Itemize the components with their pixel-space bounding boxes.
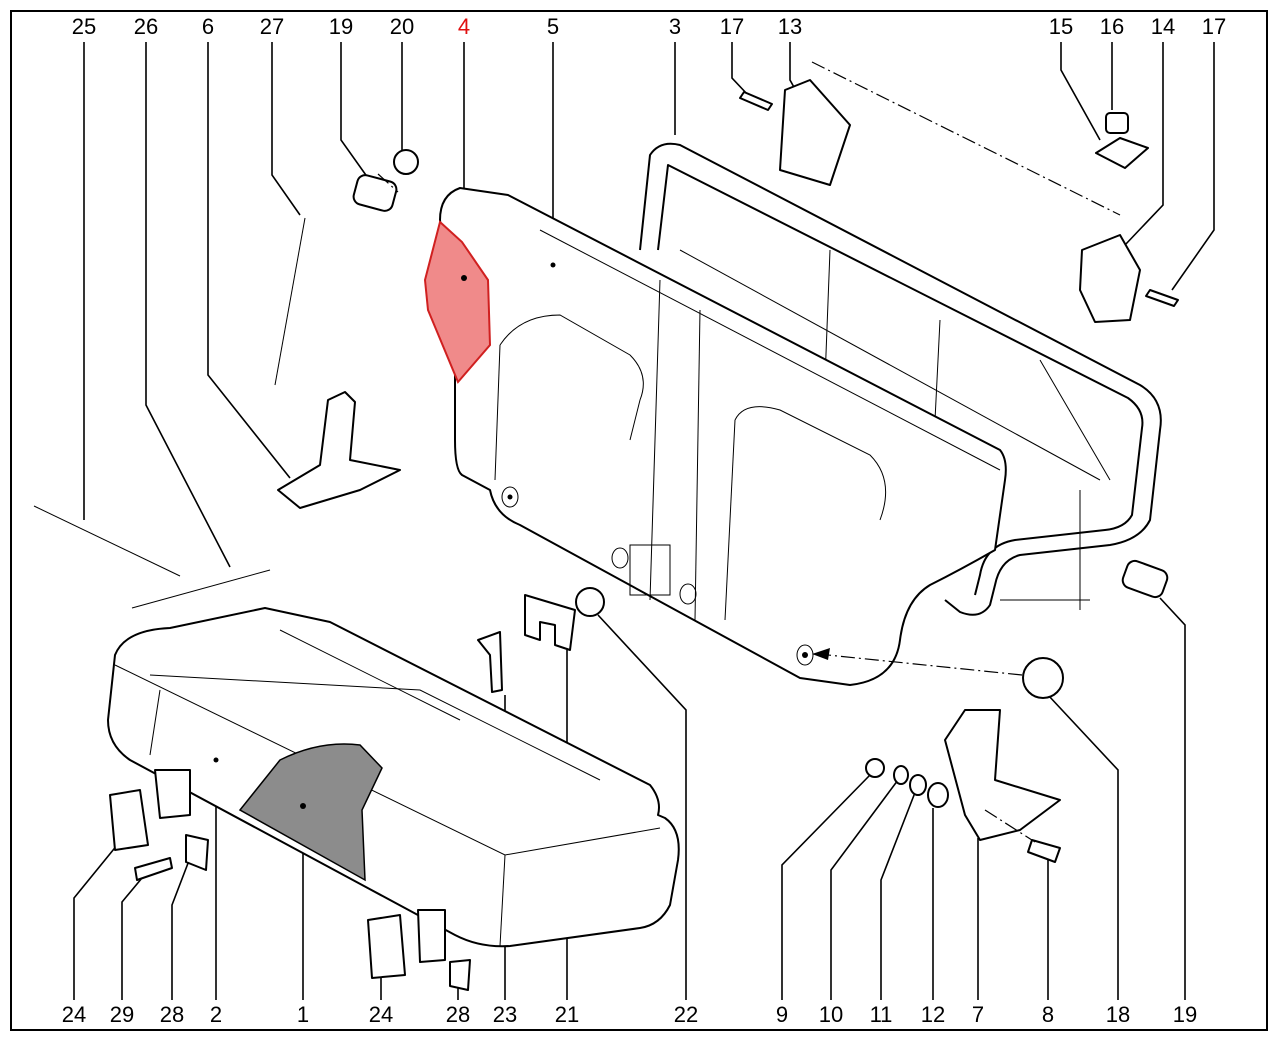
callout-label[interactable]: 20: [390, 14, 414, 39]
callout-label[interactable]: 18: [1106, 1002, 1130, 1027]
callout-label[interactable]: 16: [1100, 14, 1124, 39]
highlighted-trim-part-4: [423, 220, 492, 384]
callout-label[interactable]: 22: [674, 1002, 698, 1027]
callout-label[interactable]: 28: [446, 1002, 470, 1027]
callout-label[interactable]: 13: [778, 14, 802, 39]
backrest-panel: [439, 187, 1007, 686]
diagram-frame: [10, 10, 1268, 1031]
top-callout-labels: 25 26 6 27 19 20 4 5 3 17 13 15 16 14 17: [72, 14, 1226, 39]
bottom-callout-labels: 24 29 28 2 1 24 28 23 21 22 9 10 11 12 7…: [62, 1002, 1197, 1027]
callout-label[interactable]: 9: [776, 1002, 788, 1027]
callout-label[interactable]: 10: [819, 1002, 843, 1027]
callout-label[interactable]: 24: [62, 1002, 86, 1027]
callout-label[interactable]: 5: [547, 14, 559, 39]
arrow-head-icon: [812, 648, 830, 660]
backrest-frame: [639, 142, 1162, 616]
callout-label[interactable]: 15: [1049, 14, 1073, 39]
callout-label[interactable]: 29: [110, 1002, 134, 1027]
callout-label[interactable]: 3: [669, 14, 681, 39]
callout-label[interactable]: 8: [1042, 1002, 1054, 1027]
callout-label[interactable]: 17: [1202, 14, 1226, 39]
callout-label[interactable]: 21: [555, 1002, 579, 1027]
callout-label[interactable]: 25: [72, 14, 96, 39]
seat-cushion: [107, 607, 680, 948]
callout-label[interactable]: 14: [1151, 14, 1175, 39]
callout-label[interactable]: 12: [921, 1002, 945, 1027]
callout-label[interactable]: 11: [870, 1002, 893, 1027]
callout-label[interactable]: 24: [369, 1002, 393, 1027]
callout-label[interactable]: 27: [260, 14, 284, 39]
callout-label[interactable]: 2: [210, 1002, 222, 1027]
callout-label-highlighted[interactable]: 4: [458, 14, 470, 39]
callout-label[interactable]: 28: [160, 1002, 184, 1027]
callout-label[interactable]: 7: [972, 1002, 984, 1027]
callout-label[interactable]: 17: [720, 14, 744, 39]
callout-label[interactable]: 6: [202, 14, 214, 39]
callout-label[interactable]: 19: [1173, 1002, 1197, 1027]
assembly-dashed-lines: [377, 61, 1121, 843]
callout-label[interactable]: 19: [329, 14, 353, 39]
hardware-parts: [33, 79, 1179, 991]
leader-lines: [73, 42, 1215, 1000]
callout-label[interactable]: 26: [134, 14, 158, 39]
callout-label[interactable]: 1: [297, 1002, 309, 1027]
callout-label[interactable]: 23: [493, 1002, 517, 1027]
